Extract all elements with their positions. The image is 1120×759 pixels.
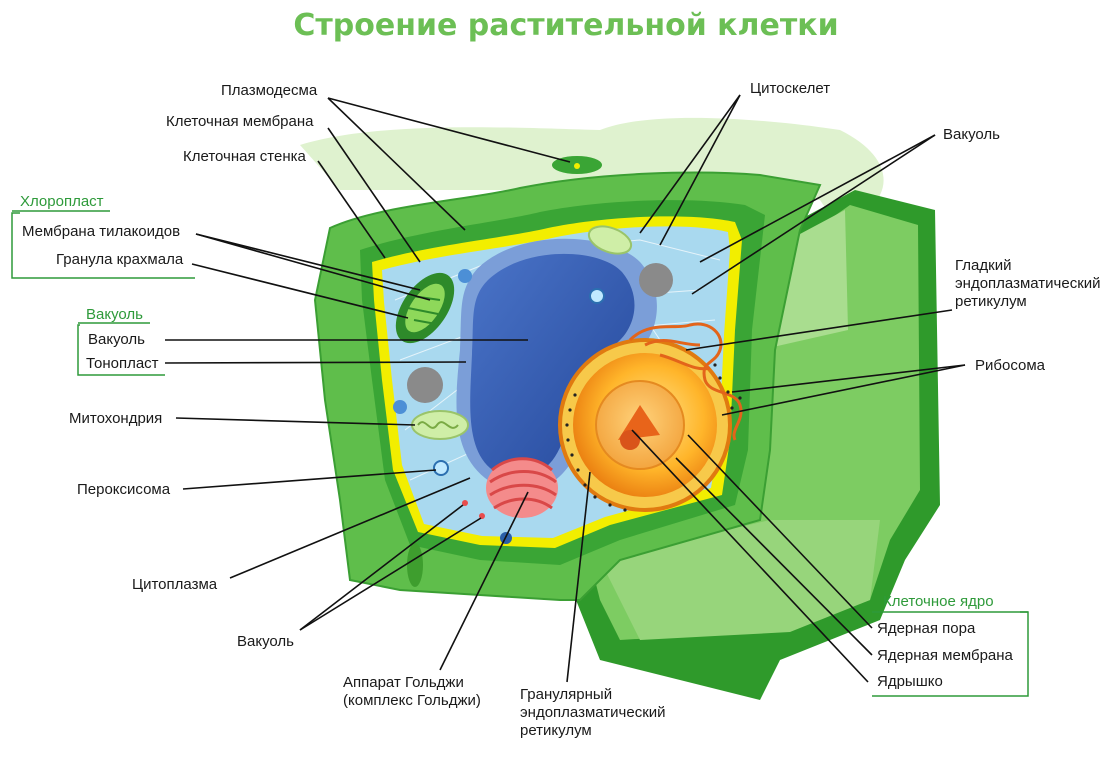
mitochondrion <box>411 410 469 440</box>
label-cytoskeleton: Цитоскелет <box>750 80 830 97</box>
vesicle-blue-3 <box>393 400 407 414</box>
label-plasmodesma: Плазмодесма <box>221 82 318 99</box>
leader-lines <box>164 94 966 683</box>
label-smooth-er-line3: ретикулум <box>955 293 1027 310</box>
label-smooth-er-line2: эндоплазматический <box>955 275 1101 292</box>
vacuole-main <box>470 253 635 479</box>
label-rough-er-line2: эндоплазматический <box>520 704 666 721</box>
label-ribosome: Рибосома <box>975 357 1046 374</box>
mitochondrion-top <box>587 225 633 255</box>
label-rough-er-line1: Гранулярный <box>520 686 612 703</box>
label-vacuole-bottom: Вакуоль <box>237 633 294 650</box>
label-starch-granule: Гранула крахмала <box>56 251 184 268</box>
label-cell-membrane: Клеточная мембрана <box>166 113 314 130</box>
vacuole-bracket <box>77 324 165 376</box>
vacuole-small-1 <box>462 500 468 506</box>
label-peroxisome: Пероксисома <box>77 481 171 498</box>
group-label-vacuole: Вакуоль <box>86 306 143 323</box>
ribosomes <box>565 363 742 512</box>
label-golgi-line1: Аппарат Гольджи <box>343 674 464 691</box>
label-cytoplasm: Цитоплазма <box>132 576 218 593</box>
cell-wall-bottom-face <box>600 520 880 640</box>
label-golgi-line2: (комплекс Гольджи) <box>343 692 481 709</box>
label-thylakoid-membrane: Мембрана тилакоидов <box>22 223 180 240</box>
vesicle-blue-2 <box>458 269 472 283</box>
plasmodesma-core <box>574 163 580 169</box>
chloroplast-bracket <box>11 212 195 279</box>
nucleus <box>558 338 732 512</box>
label-smooth-er-line1: Гладкий <box>955 257 1011 274</box>
label-vacuole: Вакуоль <box>88 331 145 348</box>
diagram-title: Строение растительной клетки <box>293 8 838 43</box>
label-nucleolus: Ядрышко <box>877 673 943 690</box>
label-rough-er-line3: ретикулум <box>520 722 592 739</box>
label-vacuole-top-right: Вакуоль <box>943 126 1000 143</box>
chloroplast <box>395 272 455 344</box>
vesicle-blue <box>589 288 605 304</box>
golgi-apparatus <box>486 457 558 518</box>
vesicle-grey-2 <box>639 263 673 297</box>
label-mitochondrion: Митохондрия <box>69 410 162 427</box>
label-tonoplast: Тонопласт <box>86 355 159 372</box>
label-nuclear-membrane: Ядерная мембрана <box>877 647 1014 664</box>
group-label-nucleus: Клеточное ядро <box>883 593 994 610</box>
peroxisome <box>433 460 449 476</box>
label-cell-wall: Клеточная стенка <box>183 148 306 165</box>
chloroplast-small <box>407 543 423 587</box>
vesicle-grey <box>407 367 443 403</box>
label-nuclear-pore: Ядерная пора <box>877 620 976 637</box>
rough-er <box>628 322 743 441</box>
group-label-chloroplast: Хлоропласт <box>20 193 104 210</box>
